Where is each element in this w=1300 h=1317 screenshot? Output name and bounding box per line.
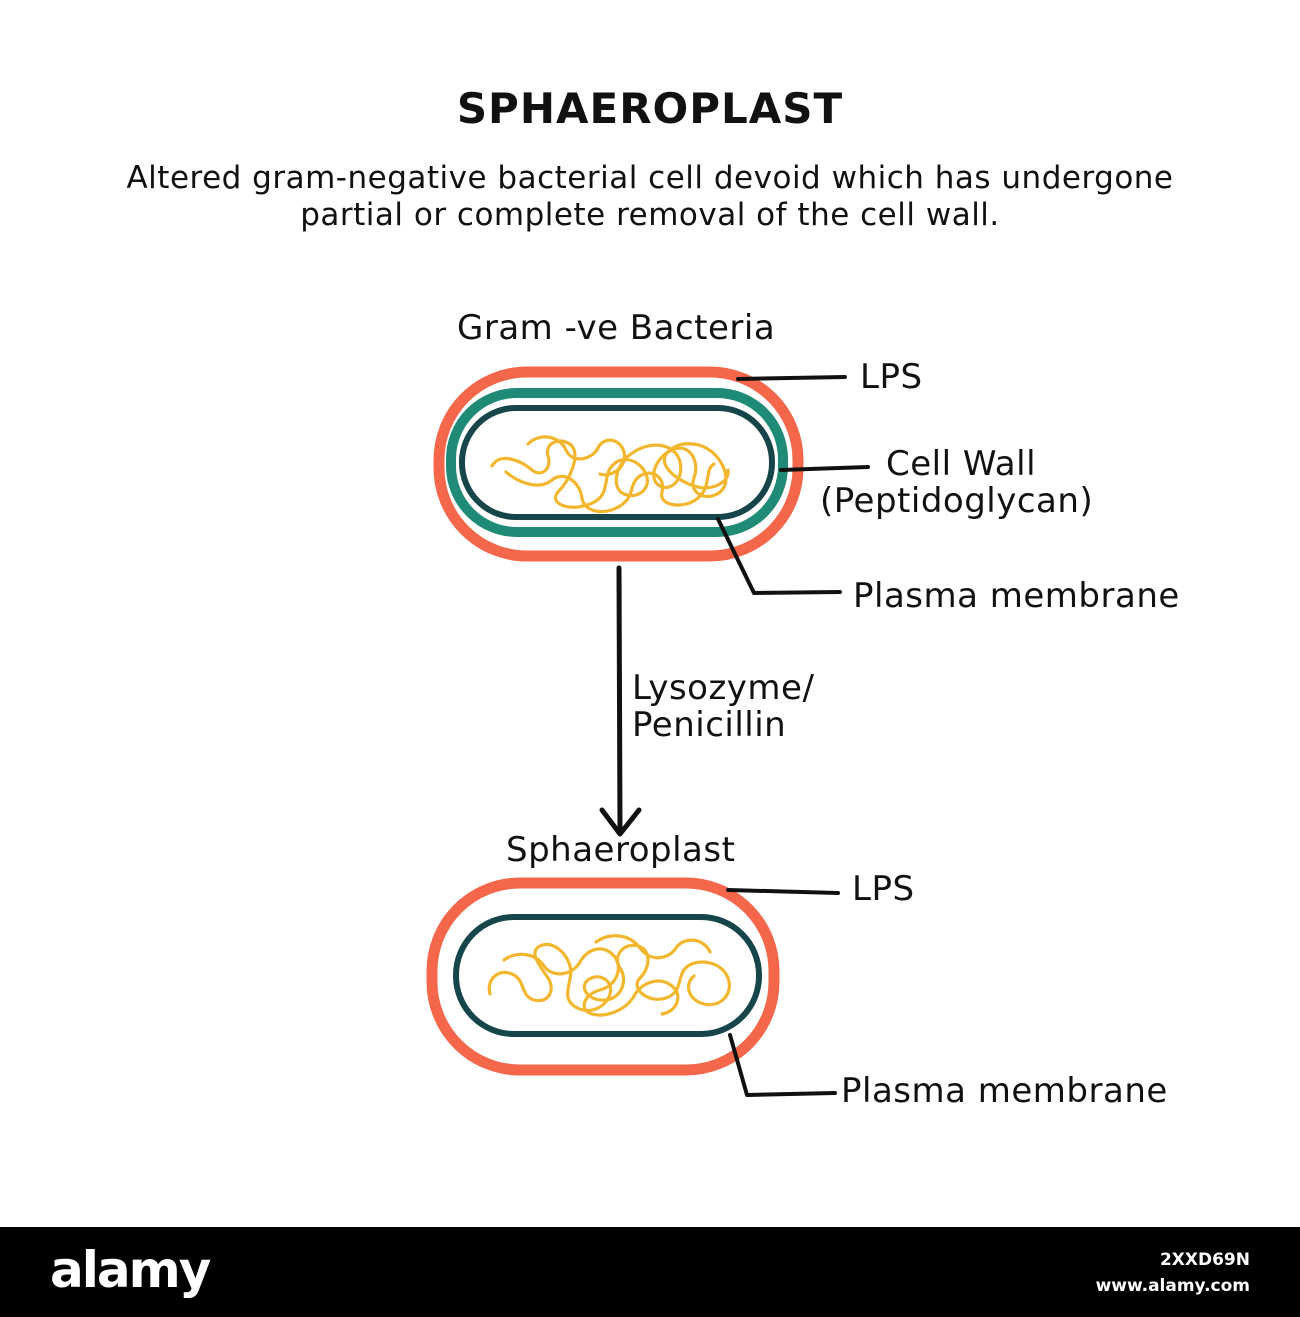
leader-lps-bottom: [726, 888, 840, 895]
leader-lps-top: [736, 375, 847, 381]
subtitle-line-1: Altered gram-negative bacterial cell dev…: [126, 160, 1174, 196]
dna-bottom-loop-2: [502, 947, 680, 1017]
lps-label-top: LPS: [860, 357, 923, 397]
subtitle: Altered gram-negative bacterial cell dev…: [0, 160, 1300, 234]
image-id: 2XXD69N: [1159, 1250, 1250, 1270]
site-url: www.alamy.com: [1095, 1276, 1250, 1296]
plasma-membrane-label-bottom: Plasma membrane: [841, 1071, 1168, 1111]
arrow-shaft: [616, 565, 623, 835]
cell-wall-label: Cell Wall: [886, 444, 1037, 484]
arrow-label-line-2: Penicillin: [632, 705, 787, 745]
process-arrow: [599, 565, 642, 837]
plasma-membrane-top: [459, 405, 775, 520]
dna-top-loop-2: [504, 462, 716, 514]
brand-logo: alamy: [50, 1241, 211, 1299]
leader-lines: [716, 375, 870, 1097]
dna-bottom: [487, 942, 731, 1012]
dna-bottom-loop-3: [594, 934, 712, 960]
image-credit: 2XXD69N www.alamy.com: [1096, 1247, 1250, 1299]
lps-layer-top: [433, 366, 804, 562]
leader-membrane-top: [716, 517, 842, 595]
page-title: SPHAEROPLAST: [456, 84, 844, 133]
arrow-label-line-1: Lysozyme/: [632, 668, 815, 708]
leader-cell-wall: [779, 465, 870, 472]
leader-membrane-bottom: [728, 1033, 837, 1097]
dna-top-loop-3: [526, 435, 627, 477]
cell-wall-sublabel: (Peptidoglycan): [820, 481, 1094, 521]
sphaeroplast-cell: [426, 877, 780, 1076]
subtitle-line-2: partial or complete removal of the cell …: [300, 197, 1000, 233]
gram-negative-heading: Gram -ve Bacteria: [457, 308, 776, 348]
sphaeroplast-heading: Sphaeroplast: [506, 830, 736, 870]
footer-bar: alamy 2XXD69N www.alamy.com: [0, 1227, 1300, 1317]
arrow-head: [599, 807, 642, 837]
dna-top: [490, 439, 730, 509]
gram-negative-cell: [433, 366, 804, 562]
sphaeroplast-diagram: [426, 366, 870, 1097]
plasma-membrane-bottom: [453, 914, 762, 1037]
cell-wall-layer: [446, 388, 788, 537]
plasma-membrane-label-top: Plasma membrane: [853, 576, 1180, 616]
lps-label-bottom: LPS: [852, 869, 915, 909]
lps-layer-bottom: [426, 877, 780, 1076]
